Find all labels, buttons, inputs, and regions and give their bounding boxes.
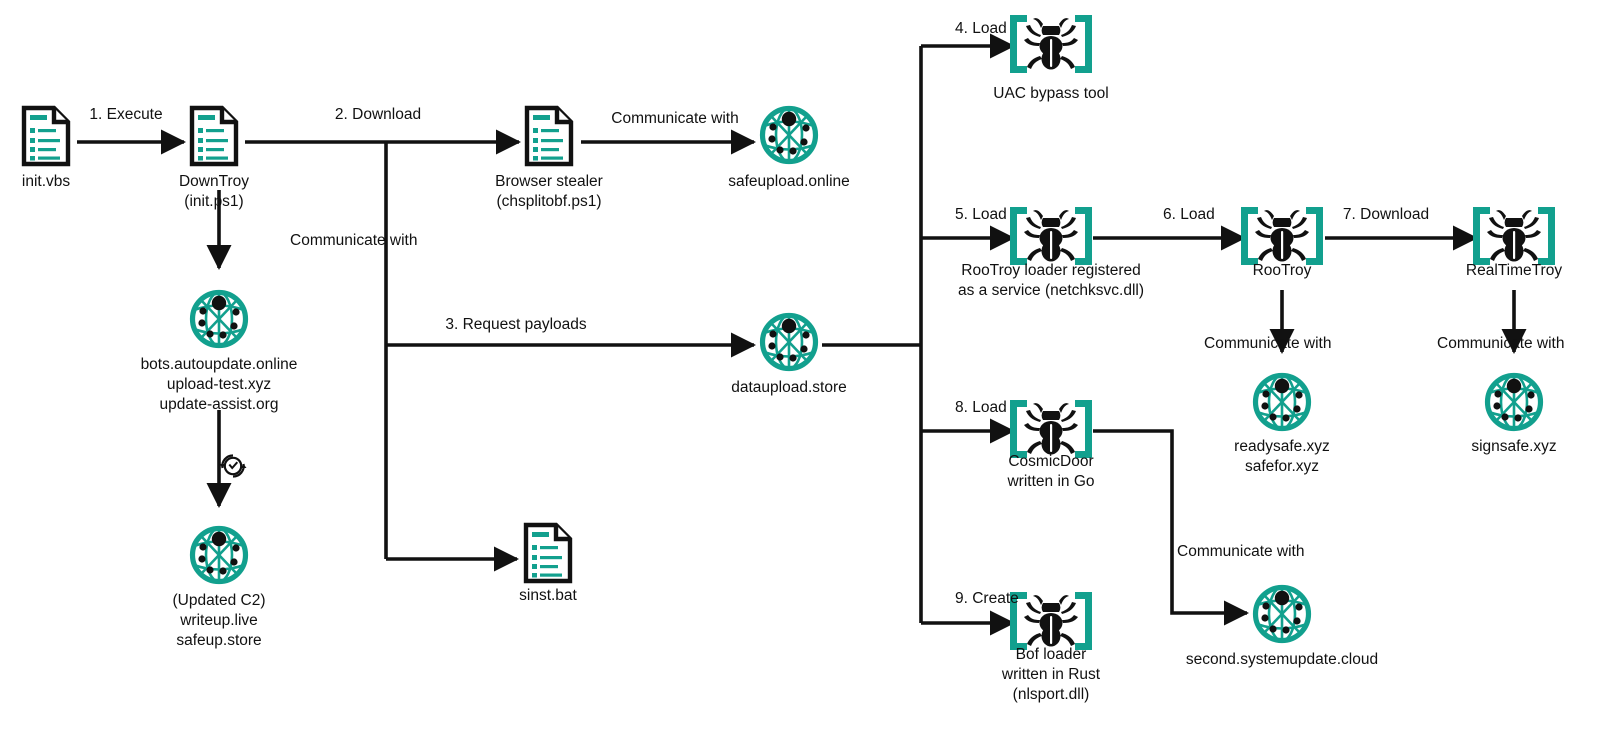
edge-cosmicdoor-communicate	[1093, 429, 1250, 626]
node-label-bots-c2: bots.autoupdate.online upload-test.xyz u…	[140, 356, 298, 413]
node-label-bof-loader: Bof loader written in Rust (nlsport.dll)	[1001, 646, 1101, 703]
node-sinst-bat	[523, 522, 573, 584]
edge-label-e13: Communicate with	[1177, 543, 1305, 560]
node-safeupload	[758, 104, 820, 166]
node-bots-c2	[188, 288, 250, 350]
bug-icon	[1008, 205, 1094, 267]
node-realtimetroy	[1471, 205, 1557, 267]
node-label-downtroy: DownTroy (init.ps1)	[178, 173, 250, 210]
update-icon	[216, 449, 250, 483]
node-label-uac-bypass: UAC bypass tool	[993, 85, 1109, 102]
node-label-second-cloud: second.systemupdate.cloud	[1185, 651, 1379, 668]
node-update-marker	[216, 449, 250, 483]
node-second-cloud	[1251, 583, 1313, 645]
node-rootroy	[1239, 205, 1325, 267]
globe-icon	[1483, 371, 1545, 433]
node-label-cosmicdoor: CosmicDoor written in Go	[1007, 453, 1095, 490]
node-bof-loader	[1008, 590, 1094, 652]
node-label-updated-c2: (Updated C2) writeup.live safeup.store	[172, 592, 266, 649]
edge-label-e10: Communicate with	[1204, 335, 1332, 352]
node-label-browser-stealer: Browser stealer (chsplitobf.ps1)	[495, 173, 603, 210]
bug-icon	[1471, 205, 1557, 267]
bug-icon	[1008, 13, 1094, 75]
bug-icon	[1008, 398, 1094, 460]
document-icon	[523, 522, 573, 584]
node-uac-bypass	[1008, 13, 1094, 75]
globe-icon	[1251, 371, 1313, 433]
edge-label-e4: Communicate with	[611, 110, 739, 127]
node-downtroy	[189, 105, 239, 167]
edge-label-e2: 2. Download	[334, 106, 422, 123]
globe-icon	[1251, 583, 1313, 645]
bug-icon	[1239, 205, 1325, 267]
node-cosmicdoor	[1008, 398, 1094, 460]
globe-icon	[758, 104, 820, 166]
document-icon	[189, 105, 239, 167]
bug-icon	[1008, 590, 1094, 652]
edge-label-e12: 8. Load	[955, 399, 1007, 416]
node-label-dataupload: dataupload.store	[731, 379, 847, 396]
edge-label-e6: 4. Load	[955, 20, 1007, 37]
node-updated-c2	[188, 524, 250, 586]
node-label-rootroy: RooTroy	[1252, 262, 1312, 279]
document-icon	[21, 105, 71, 167]
node-label-rootroy-loader: RooTroy loader registered as a service (…	[957, 262, 1145, 299]
document-icon	[524, 105, 574, 167]
globe-icon	[188, 524, 250, 586]
edge-label-e3: Communicate with	[290, 232, 418, 249]
node-dataupload	[758, 311, 820, 373]
node-rootroy-loader	[1008, 205, 1094, 267]
edge-label-e5: 3. Request payloads	[445, 316, 587, 333]
node-readysafe	[1251, 371, 1313, 433]
node-init-vbs	[21, 105, 71, 167]
node-label-signsafe: signsafe.xyz	[1471, 438, 1557, 455]
node-label-sinst-bat: sinst.bat	[519, 587, 577, 604]
edge-label-e8: 6. Load	[1163, 206, 1215, 223]
edge-label-e1: 1. Execute	[89, 106, 163, 123]
node-label-realtimetroy: RealTimeTroy	[1465, 262, 1563, 279]
node-label-safeupload: safeupload.online	[728, 173, 850, 190]
edge-label-e7: 5. Load	[955, 206, 1007, 223]
node-signsafe	[1483, 371, 1545, 433]
globe-icon	[188, 288, 250, 350]
node-label-init-vbs: init.vbs	[21, 173, 71, 190]
edge-label-e11: Communicate with	[1437, 335, 1565, 352]
edge-label-e14: 9. Create	[955, 590, 1019, 607]
edge-label-e9: 7. Download	[1342, 206, 1430, 223]
node-browser-stealer	[524, 105, 574, 167]
globe-icon	[758, 311, 820, 373]
node-label-readysafe: readysafe.xyz safefor.xyz	[1234, 438, 1330, 475]
